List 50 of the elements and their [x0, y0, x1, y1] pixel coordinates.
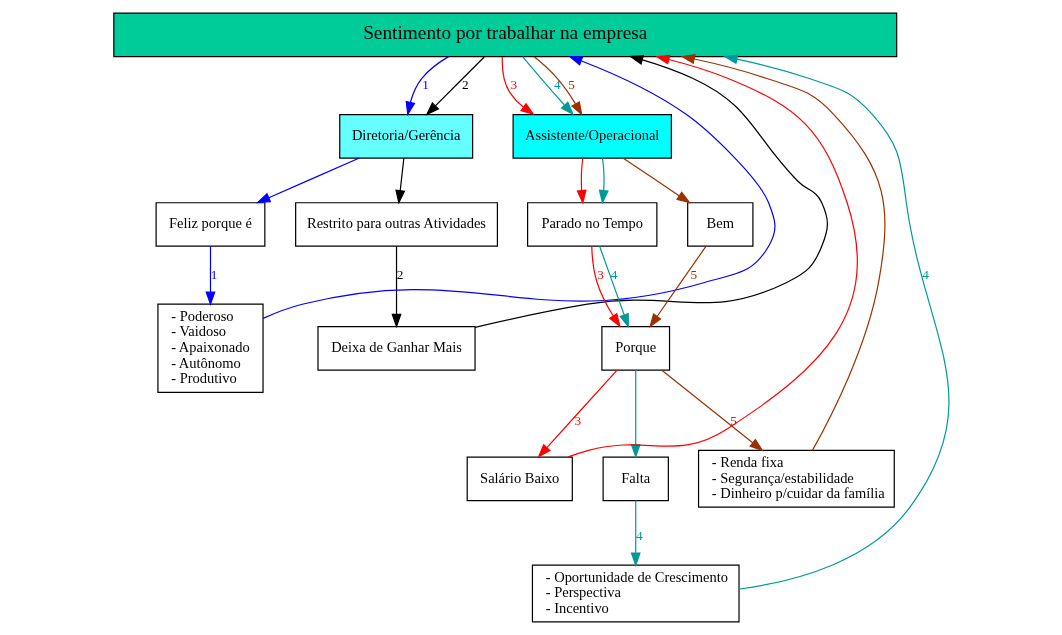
node-box: - Oportunidade de Crescimento - Perspectiva - Incentivo — [531, 564, 740, 623]
edge-label: 3 — [509, 76, 517, 92]
edge-label: 5 — [729, 412, 737, 428]
arrow — [262, 55, 776, 319]
edge-label: 1 — [210, 266, 217, 282]
node-box: Diretoria/Gerência — [338, 113, 473, 159]
arrow — [648, 245, 707, 328]
node-box: Bem — [686, 202, 753, 247]
edge-label: 3 — [596, 266, 604, 282]
edge-label: 2 — [396, 266, 403, 282]
node-box: Sentimento por trabalhar na empresa — [112, 12, 897, 58]
node-box: Parado no Tempo — [526, 202, 657, 247]
edge-label: 2 — [461, 76, 469, 92]
edge-label: 5 — [567, 76, 575, 92]
edge-label: 5 — [689, 266, 697, 282]
arrow — [537, 369, 618, 458]
node-box: - Poderoso - Vaidoso - Apaixonado - Autônomo - Produtivo — [156, 303, 264, 393]
arrow — [390, 245, 402, 329]
arrow — [521, 56, 574, 116]
edge-label: 4 — [610, 266, 617, 282]
arrow — [394, 157, 405, 205]
edge-label: 1 — [421, 76, 429, 92]
edge-label: 4 — [553, 76, 561, 92]
arrow — [598, 157, 609, 205]
node-box: - Renda fixa - Segurança/estabilidade - Dinheiro p/cuidar da família — [697, 449, 895, 508]
node-box: Deixa de Ganhar Mais — [316, 325, 476, 371]
node-box: Feliz porque é — [155, 202, 265, 247]
arrow — [255, 157, 360, 204]
arrow — [473, 55, 828, 328]
arrow — [501, 56, 535, 116]
arrow — [722, 54, 949, 590]
edge-label: 3 — [573, 412, 581, 428]
arrow — [405, 56, 449, 117]
edge-label: 4 — [921, 266, 929, 282]
arrow — [425, 56, 485, 116]
arrow — [660, 369, 764, 452]
node-box: Assistente/Operacional — [512, 113, 672, 159]
arrow — [576, 157, 587, 205]
arrow — [590, 246, 621, 328]
arrow — [680, 54, 885, 451]
node-box: Salário Baixo — [466, 456, 573, 502]
arrow — [621, 157, 691, 204]
node-box: Porque — [600, 325, 670, 371]
arrow — [533, 56, 583, 117]
node-box: Restrito para outras Atividades — [294, 202, 498, 247]
node-box: Falta — [602, 456, 669, 502]
edge-label: 4 — [635, 527, 643, 543]
arrow — [204, 245, 216, 307]
arrow — [630, 500, 641, 567]
arrow — [598, 245, 629, 329]
